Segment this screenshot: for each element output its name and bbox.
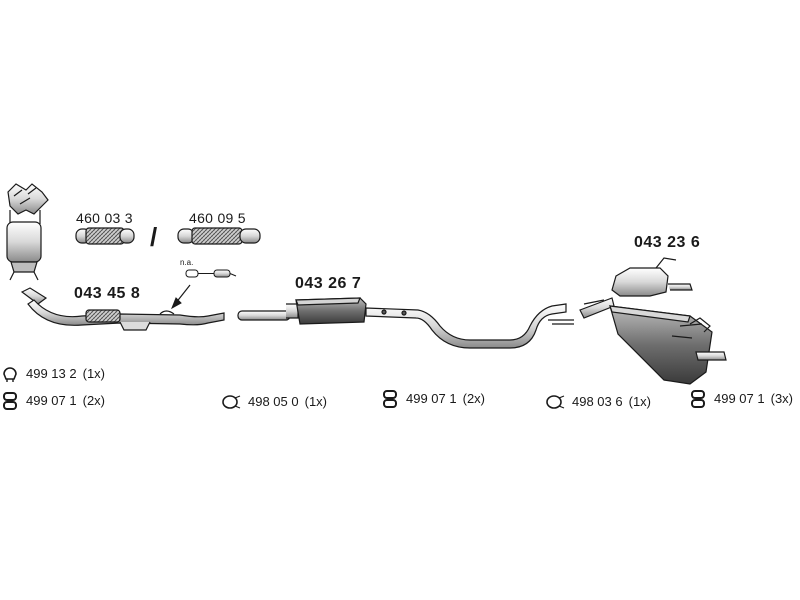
fitting-qty: (1x) [628, 394, 651, 409]
fitting-code: 499 13 2 [26, 366, 77, 381]
rubber-mount-icon [691, 390, 705, 408]
fitting-qty: (1x) [82, 366, 105, 381]
manifold-catalytic-converter [6, 183, 49, 281]
rear-silencer-043-23-6 [579, 257, 727, 385]
rubber-mount-icon [3, 392, 17, 410]
part-label-rear-silencer: 043 23 6 [634, 234, 701, 251]
part-separator: / [150, 222, 158, 252]
rubber-mount-icon [383, 390, 397, 408]
not-applicable-label: n.a. [180, 258, 194, 267]
flex-pipe-460-09-5 [177, 227, 261, 245]
fitting-row-6: 499 07 1 (3x) [688, 390, 793, 408]
fitting-row-4: 499 07 1 (2x) [380, 390, 485, 408]
middle-pipe-043-26-7 [237, 297, 574, 349]
gasket-ring-icon [222, 395, 241, 409]
fitting-row-5: 498 03 6 (1x) [544, 393, 651, 411]
fitting-qty: (1x) [304, 394, 327, 409]
gasket-ring-icon [546, 395, 565, 409]
fitting-row-3: 498 05 0 (1x) [220, 393, 327, 411]
part-label-flex-b: 460 09 5 [189, 210, 246, 226]
fitting-code: 499 07 1 [406, 391, 457, 406]
fitting-qty: (2x) [82, 393, 105, 408]
part-label-middle-silencer: 043 26 7 [295, 275, 362, 292]
part-label-flex-a: 460 03 3 [76, 210, 133, 226]
fitting-row-2: 499 07 1 (2x) [0, 392, 105, 410]
fitting-qty: (3x) [770, 391, 793, 406]
flex-pipe-460-03-3 [75, 227, 135, 245]
fitting-qty: (2x) [462, 391, 485, 406]
fitting-row-1: 499 13 2 (1x) [0, 365, 105, 383]
part-label-front-pipe: 043 45 8 [74, 285, 141, 302]
fitting-code: 498 05 0 [248, 394, 299, 409]
front-pipe-043-45-8 [20, 287, 225, 331]
fitting-code: 498 03 6 [572, 394, 623, 409]
fitting-code: 499 07 1 [26, 393, 77, 408]
clamp-ring-icon [3, 367, 17, 382]
sensor-part-na [171, 269, 237, 310]
fitting-code: 499 07 1 [714, 391, 765, 406]
